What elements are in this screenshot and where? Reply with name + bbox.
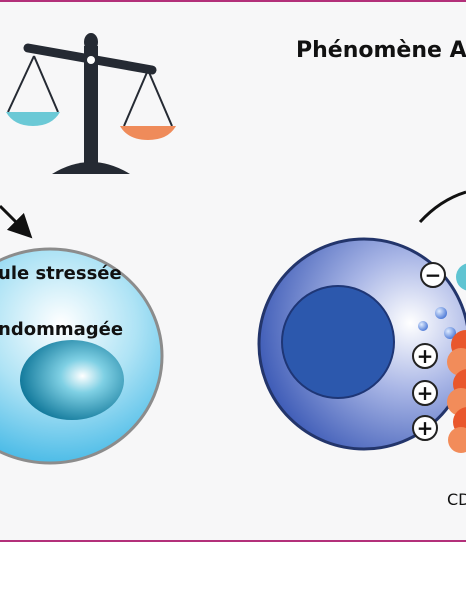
right-pan <box>120 126 176 140</box>
receptor-teal <box>456 263 466 291</box>
minus-sign: − <box>420 262 446 288</box>
top-border <box>0 0 466 2</box>
left-cell-label-line2: ndommagée <box>0 319 124 340</box>
left-pan <box>6 112 60 126</box>
arrow-right-curve <box>418 190 466 224</box>
vesicles <box>418 307 456 339</box>
plus-sign: + <box>412 415 438 441</box>
scale-icon <box>7 33 173 174</box>
left-cell-label-line1: ule stressée <box>0 263 122 284</box>
cd-label: CD <box>447 490 466 509</box>
plus-sign: + <box>412 380 438 406</box>
damaged-nucleus <box>20 340 124 420</box>
right-nucleus <box>281 285 395 399</box>
bottom-border <box>0 540 466 542</box>
plus-sign: + <box>412 343 438 369</box>
arrow-left <box>0 204 33 239</box>
page-title: Phénomène A <box>296 38 466 63</box>
orange-beads <box>447 330 466 453</box>
